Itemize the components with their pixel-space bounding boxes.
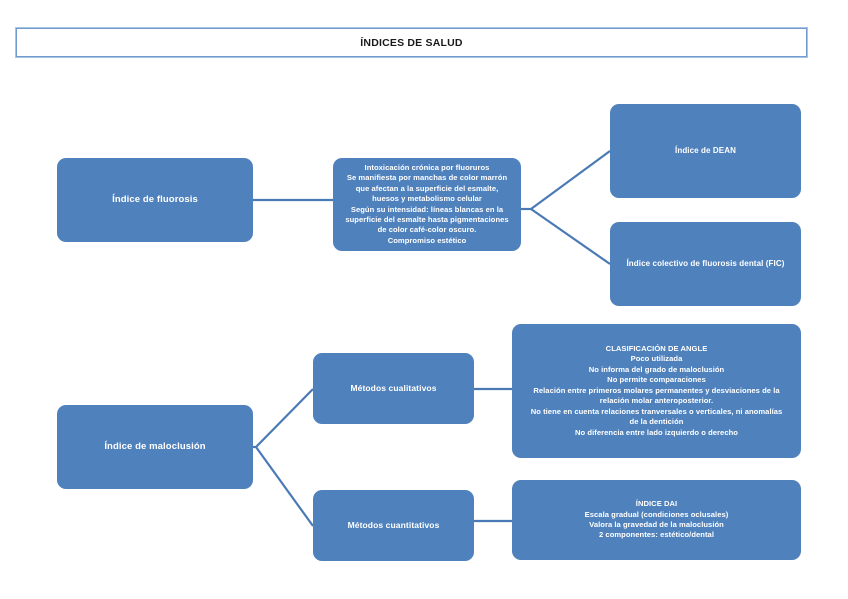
node-metodos-cualitativos[interactable]: Métodos cualitativos bbox=[313, 353, 474, 424]
connector-split-to-fic bbox=[530, 208, 611, 265]
node-clasificacion-de-angle-label: CLASIFICACIÓN DE ANGLE Poco utilizada No… bbox=[530, 343, 783, 437]
node-indice-colectivo-fluorosis-dental[interactable]: Índice colectivo de fluorosis dental (FI… bbox=[610, 222, 801, 306]
node-fluorosis-description-label: Intoxicación crónica por fluoruros Se ma… bbox=[345, 162, 509, 245]
connector-split-to-dean bbox=[530, 150, 611, 210]
node-clasificacion-de-angle[interactable]: CLASIFICACIÓN DE ANGLE Poco utilizada No… bbox=[512, 324, 801, 458]
node-indice-de-dean-label: Índice de DEAN bbox=[675, 145, 736, 155]
node-indice-colectivo-fluorosis-dental-label: Índice colectivo de fluorosis dental (FI… bbox=[626, 258, 785, 268]
page-title: ÍNDICES DE SALUD bbox=[360, 36, 463, 49]
node-indice-de-fluorosis[interactable]: Índice de fluorosis bbox=[57, 158, 253, 242]
node-fluorosis-description[interactable]: Intoxicación crónica por fluoruros Se ma… bbox=[333, 158, 521, 251]
node-indice-de-dean[interactable]: Índice de DEAN bbox=[610, 104, 801, 198]
node-metodos-cualitativos-label: Métodos cualitativos bbox=[350, 382, 437, 393]
node-indice-de-fluorosis-label: Índice de fluorosis bbox=[112, 193, 198, 205]
node-indice-dai[interactable]: ÍNDICE DAI Escala gradual (condiciones o… bbox=[512, 480, 801, 560]
connector-split-to-cualitativos bbox=[255, 388, 314, 448]
connector-split-to-cuantitativos bbox=[255, 446, 314, 527]
page-title-banner: ÍNDICES DE SALUD bbox=[16, 28, 807, 57]
node-indice-de-maloclusion[interactable]: Índice de maloclusión bbox=[57, 405, 253, 489]
node-indice-dai-label: ÍNDICE DAI Escala gradual (condiciones o… bbox=[584, 499, 729, 540]
node-metodos-cuantitativos-label: Métodos cuantitativos bbox=[347, 519, 440, 530]
node-indice-de-maloclusion-label: Índice de maloclusión bbox=[104, 440, 206, 452]
node-metodos-cuantitativos[interactable]: Métodos cuantitativos bbox=[313, 490, 474, 561]
